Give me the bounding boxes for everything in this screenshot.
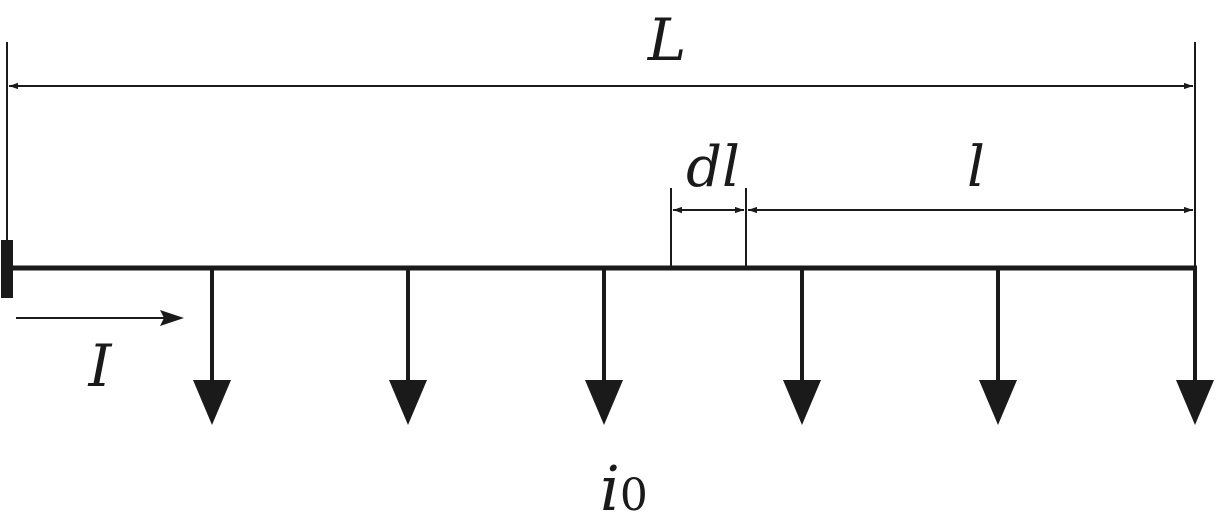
tap-arrow	[979, 268, 1017, 425]
current-arrow-head	[160, 310, 184, 326]
tap-arrow	[193, 268, 231, 425]
current-label: I	[88, 332, 113, 400]
tap-current-label: i0	[600, 452, 648, 516]
tap-arrow	[783, 268, 821, 425]
tap-arrow	[585, 268, 623, 425]
element-length-label: dl	[686, 135, 740, 200]
tap-current-subscript: 0	[620, 470, 648, 516]
distance-label: l	[967, 135, 985, 200]
tap-current-symbol: i	[600, 452, 620, 516]
tap-arrow	[389, 268, 427, 425]
tap-current-arrows	[193, 268, 1214, 425]
total-length-label: L	[647, 6, 687, 74]
tap-arrow	[1176, 268, 1214, 425]
